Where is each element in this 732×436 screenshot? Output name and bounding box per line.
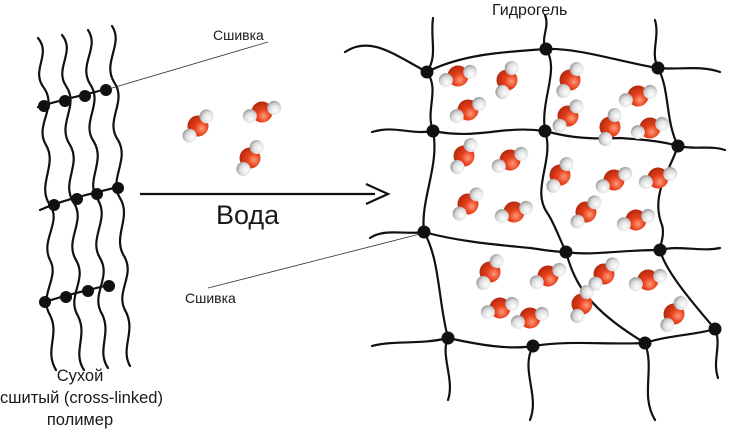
water-molecule [528,258,568,294]
crosslink-label-bottom: Сшивка [185,290,236,306]
water-molecule [228,138,272,178]
water-molecule [616,76,660,116]
hydrogel-label: Гидрогель [492,2,568,19]
crosslink-node [103,280,115,292]
water-molecule [587,105,633,149]
water-molecule [448,186,488,222]
water-molecule [178,108,218,144]
water-label: Вода [216,200,280,230]
water-molecule [548,98,588,134]
water-molecule [468,252,512,292]
crosslink-node [48,199,60,211]
water-molecule [614,200,658,240]
crosslink-node [59,95,71,107]
water-molecule [492,192,536,232]
absorbed-water [436,56,696,338]
dry-polymer-label-line1: Сухой [56,367,104,385]
crosslink-node [538,124,552,138]
arrow [140,182,391,206]
water-molecule [636,158,680,198]
water-molecule [584,256,624,292]
water-molecule [490,142,530,178]
polymer-chain [85,28,110,370]
crosslink-node [559,245,573,259]
water-molecule [548,60,592,100]
water-molecule [652,294,696,334]
crosslink-node [100,84,112,96]
water-molecule [626,260,670,300]
dry-crosslink-nodes [38,84,124,308]
crosslink-leader-bottom [207,233,421,289]
water-molecule [566,194,606,230]
crosslink-node [426,124,440,138]
dry-polymer [36,24,132,372]
crosslink-node [112,182,124,194]
polymer-chain [109,24,132,368]
free-water [178,92,284,178]
crosslink-node [60,291,72,303]
water-molecule [240,92,284,132]
crosslink-node [671,139,685,153]
crosslink-node [39,296,51,308]
crosslink-leader-top [111,41,269,89]
water-molecule [594,162,634,198]
dry-polymer-label-line2: сшитый (cross-linked) [0,389,163,407]
water-molecule [448,92,488,128]
crosslink-node [71,193,83,205]
crosslink-node [708,322,722,336]
crosslink-node [38,100,50,112]
crosslink-node [417,225,431,239]
crosslink-node [539,42,553,56]
dry-polymer-label: Сухой сшитый (cross-linked) полимер [0,365,163,431]
crosslink-node [79,90,91,102]
crosslink-node [638,336,652,350]
water-molecule [436,56,480,96]
crosslink-node [82,285,94,297]
crosslink-node [91,188,103,200]
crosslink-node [441,331,455,345]
crosslink-label-top: Сшивка [213,27,264,43]
dry-polymer-label-line3: полимер [46,411,114,429]
crosslink-node [526,339,540,353]
crosslink-node [653,243,667,257]
hydrogel-crosslink-nodes [417,42,722,353]
water-molecule [484,58,530,102]
crosslink-node [651,61,665,75]
crosslink-node [420,65,434,79]
water-molecule [442,136,486,176]
hydrogel-network [343,13,727,422]
